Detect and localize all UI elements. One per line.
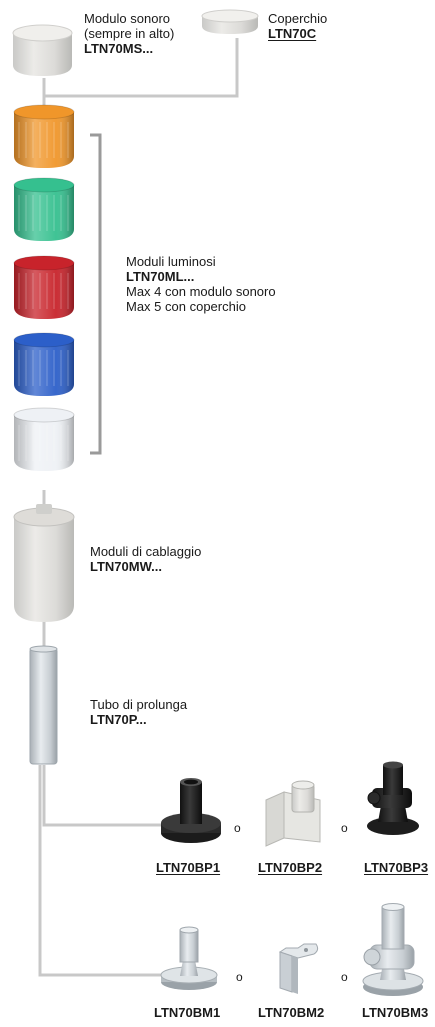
sound-module-image [12, 24, 73, 76]
cover-name: Coperchio [268, 11, 328, 26]
grey-wall-bracket-icon [265, 780, 321, 847]
light-module-blue [13, 332, 75, 396]
wiring-module-code: LTN70MW... [90, 559, 162, 574]
light-modules-name: Moduli luminosi [126, 254, 216, 269]
wiring-module-label: Moduli di cablaggio LTN70MW... [90, 544, 201, 574]
cover-image [201, 9, 259, 34]
base-bp1-code: LTN70BP1 [156, 860, 221, 875]
extension-tube-code: LTN70P... [90, 712, 147, 727]
light-module-green [13, 177, 75, 241]
wiring-module-image [13, 504, 75, 622]
base-bm3-code: LTN70BM3 [362, 1005, 429, 1020]
light-module-red [13, 255, 75, 319]
sound-module-name-2: (sempre in alto) [84, 26, 175, 41]
black-pivot-base-icon [367, 761, 419, 835]
metal-pivot-base-icon [362, 903, 424, 996]
sound-module-code: LTN70MS... [84, 41, 154, 56]
metal-round-base-icon [160, 926, 218, 990]
cover-code: LTN70C [268, 26, 317, 41]
cover-label: Coperchio LTN70C [268, 11, 327, 41]
light-modules-note-1: Max 4 con modulo sonoro [126, 284, 276, 299]
extension-tube-name: Tubo di prolunga [90, 697, 188, 712]
guide-lines [38, 38, 239, 977]
sound-module-label: Modulo sonoro (sempre in alto) LTN70MS..… [84, 11, 174, 56]
black-round-base-icon [161, 778, 221, 843]
base-bm2-code: LTN70BM2 [258, 1005, 325, 1020]
base-bp3-code: LTN70BP3 [364, 860, 429, 875]
extension-tube-image [29, 645, 58, 765]
light-modules-code: LTN70ML... [126, 269, 195, 284]
light-modules-note-2: Max 5 con coperchio [126, 299, 246, 314]
sound-module-name-1: Modulo sonoro [84, 11, 170, 26]
extension-tube-label: Tubo di prolunga LTN70P... [90, 697, 187, 727]
base-bm1-code: LTN70BM1 [154, 1005, 221, 1020]
connector-or-1: o [234, 821, 241, 835]
connector-or-4: o [341, 970, 348, 984]
light-module-clear [13, 407, 75, 471]
light-module-orange [13, 104, 75, 168]
base-bp2-code: LTN70BP2 [258, 860, 323, 875]
connector-or-2: o [341, 821, 348, 835]
light-modules-label: Moduli luminosi LTN70ML... Max 4 con mod… [126, 254, 276, 314]
wiring-module-name: Moduli di cablaggio [90, 544, 202, 559]
metal-angle-bracket-icon [278, 943, 319, 994]
connector-or-3: o [236, 970, 243, 984]
